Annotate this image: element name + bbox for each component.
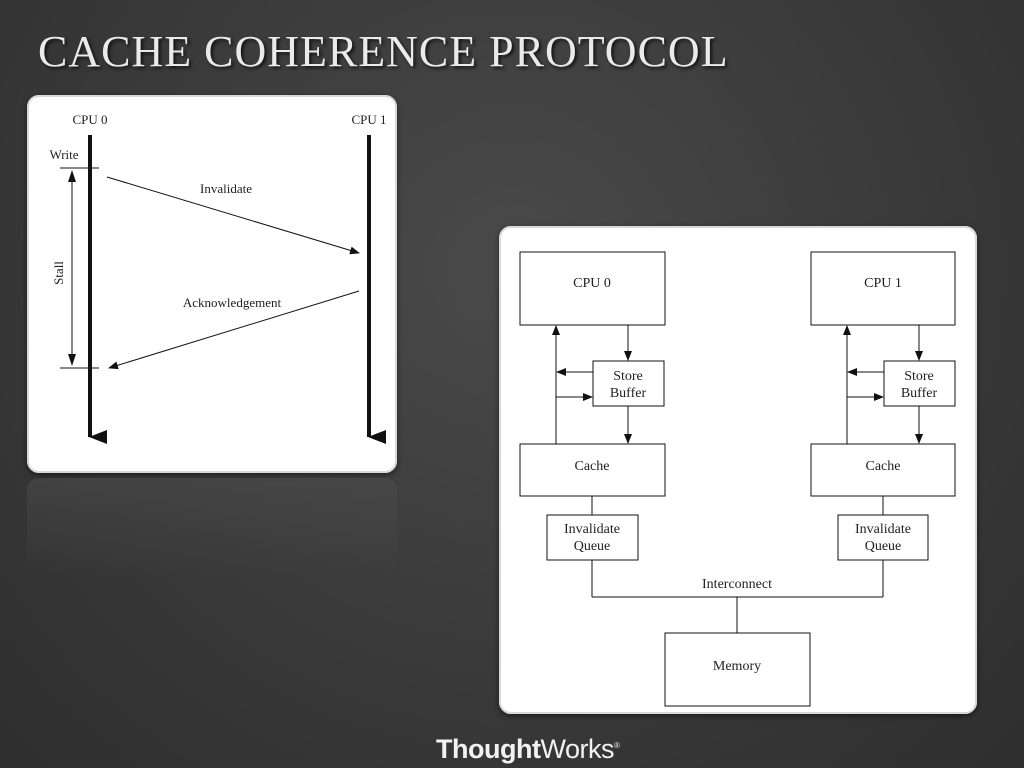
stall-arrow-down [68,354,76,366]
cpu0-box [519,251,666,326]
thoughtworks-logo: ThoughtWorks® [436,734,620,765]
store-buffer-label-1-line2: Buffer [901,386,938,401]
store-buffer-label-0-line2: Buffer [610,386,647,401]
invalidate-queue-label-0-line1: Invalidate [564,522,620,537]
invalidate-message-arrow [106,176,360,255]
cpu0-lifeline-label: CPU 0 [72,112,107,127]
panel-reflection [27,478,397,578]
brand-mark: ® [613,741,620,750]
store-buffer-label-1-line1: Store [904,369,934,384]
architecture-diagram-panel: CPU 0 CPU 1 Store Buffer Store Buffer Ca… [499,226,977,714]
cache-label-0: Cache [575,459,610,474]
stall-label: Stall [51,261,66,285]
ack-message-label: Acknowledgement [183,295,282,310]
invalidate-queue-label-1-line2: Queue [865,539,902,554]
cpu1-box [810,251,956,326]
sequence-diagram-panel: CPU 0 CPU 1 Write Stall Invalidate Ackno… [27,95,397,473]
invalidate-queue-label-0-line2: Queue [574,539,611,554]
cache-label-1: Cache [866,459,901,474]
brand-regular: Works [540,734,614,764]
memory-label: Memory [713,659,761,674]
memory-box [664,632,811,707]
invalidate-queue-label-1-line1: Invalidate [855,522,911,537]
brand-bold: Thought [436,734,541,764]
cpu1-lifeline-label: CPU 1 [351,112,386,127]
ack-message-arrow [108,290,360,370]
interconnect-label: Interconnect [702,577,772,592]
architecture-diagram: CPU 0 CPU 1 Store Buffer Store Buffer Ca… [519,251,956,707]
cpu1-label: CPU 1 [864,276,902,291]
invalidate-message-label: Invalidate [200,181,252,196]
stall-arrow-up [68,170,76,182]
sequence-diagram: CPU 0 CPU 1 Write Stall Invalidate Ackno… [49,112,387,444]
slide-title: CACHE COHERENCE PROTOCOL [38,27,729,76]
write-label: Write [49,147,78,162]
store-buffer-label-0-line1: Store [613,369,643,384]
cpu0-label: CPU 0 [573,276,611,291]
